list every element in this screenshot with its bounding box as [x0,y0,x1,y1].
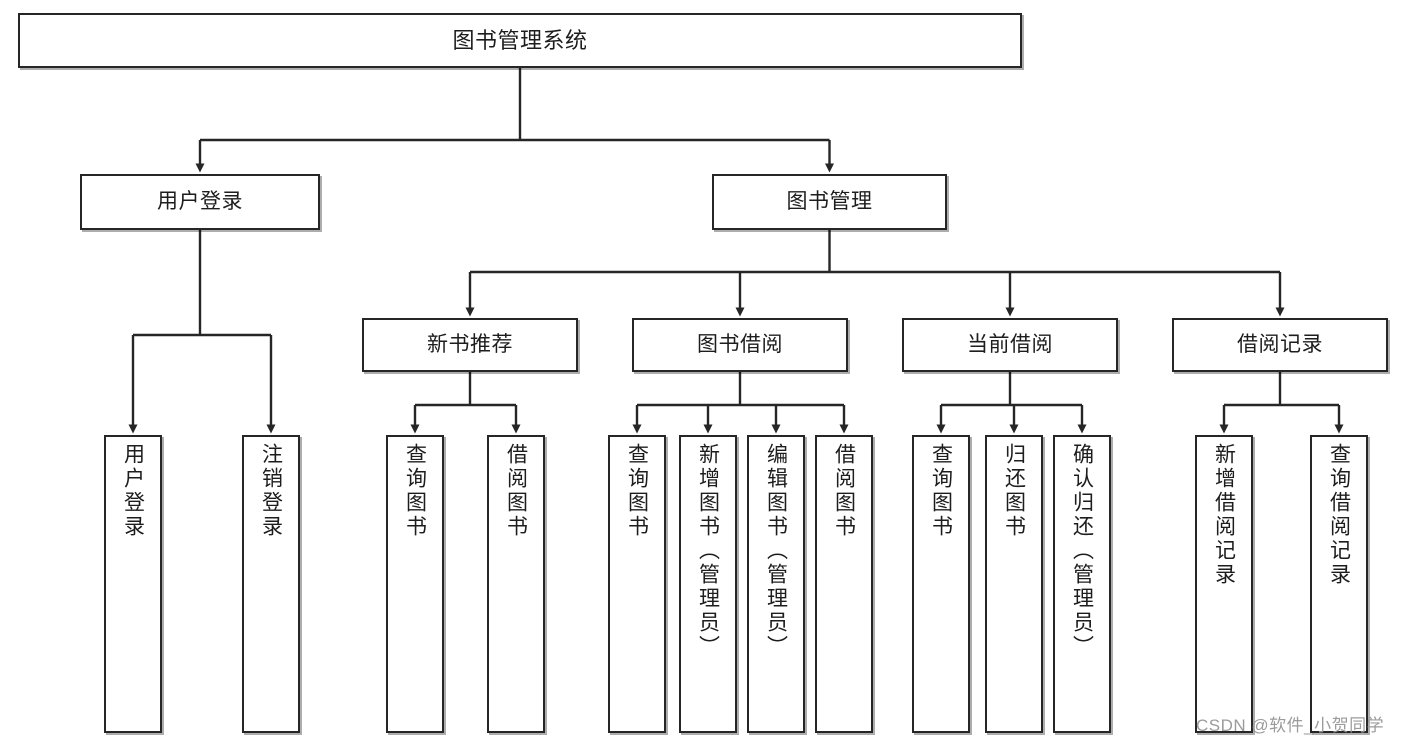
node-label: 用户登录 [157,189,243,213]
node-f-user-login[interactable]: 用户登录 [104,435,162,733]
node-f-query-book-2[interactable]: 查询图书 [608,435,666,733]
node-f-edit-book[interactable]: 编辑图书（管理员） [747,435,805,733]
node-f-query-record[interactable]: 查询借阅记录 [1310,435,1368,733]
node-label: 图书管理 [786,189,873,213]
node-label: 图书管理系统 [452,27,588,53]
node-borrow-record[interactable]: 借阅记录 [1172,318,1388,372]
csdn-watermark: CSDN @软件_小贺同学 [1196,716,1385,735]
node-f-query-book-3[interactable]: 查询图书 [912,435,970,733]
node-label: 归还图书 [1002,443,1026,539]
node-label: 新书推荐 [427,332,513,356]
node-f-add-record[interactable]: 新增借阅记录 [1195,435,1253,733]
node-f-add-book[interactable]: 新增图书（管理员） [679,435,737,733]
node-label: 借阅图书 [832,443,856,539]
node-f-return-book[interactable]: 归还图书 [985,435,1043,733]
node-f-logout[interactable]: 注销登录 [242,435,300,733]
node-f-confirm-return[interactable]: 确认归还（管理员） [1053,435,1111,733]
node-book-borrow[interactable]: 图书借阅 [632,318,848,372]
node-label: 编辑图书（管理员） [764,443,788,659]
node-current-borrow[interactable]: 当前借阅 [902,318,1118,372]
node-label: 查询图书 [403,443,427,539]
node-label: 借阅图书 [504,443,528,539]
node-label: 查询借阅记录 [1327,443,1351,587]
node-new-book[interactable]: 新书推荐 [362,318,578,372]
node-f-borrow-book-2[interactable]: 借阅图书 [815,435,873,733]
node-root[interactable]: 图书管理系统 [18,13,1022,68]
node-user-login[interactable]: 用户登录 [80,174,320,230]
node-label: 新增图书（管理员） [696,443,720,659]
node-label: 查询图书 [625,443,649,539]
node-book-manage[interactable]: 图书管理 [712,174,947,230]
node-f-query-book-1[interactable]: 查询图书 [386,435,444,733]
node-label: 查询图书 [929,443,953,539]
node-label: 新增借阅记录 [1212,443,1236,587]
node-label: 当前借阅 [967,332,1053,356]
node-label: 图书借阅 [697,332,783,356]
node-f-borrow-book-1[interactable]: 借阅图书 [487,435,545,733]
node-label: 借阅记录 [1237,332,1323,356]
node-label: 用户登录 [121,443,145,539]
node-label: 确认归还（管理员） [1070,443,1094,659]
node-label: 注销登录 [259,443,283,539]
